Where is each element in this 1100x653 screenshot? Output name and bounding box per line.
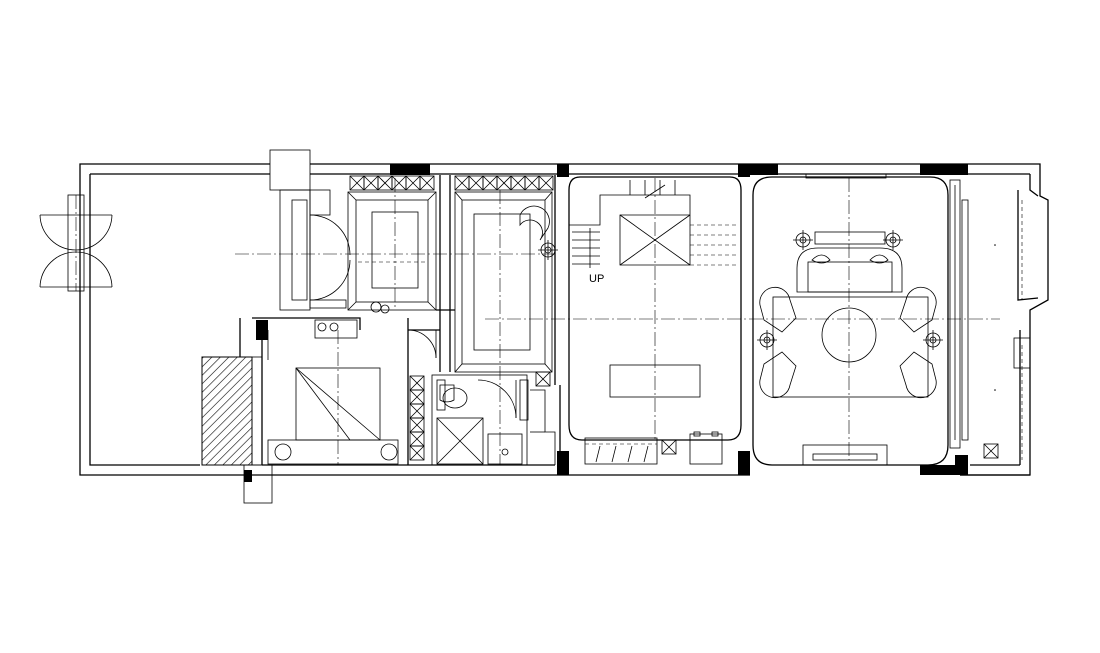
- stair-treads: [572, 180, 738, 266]
- living-room-walls: [752, 173, 949, 466]
- wardrobe-crosses: [349, 175, 554, 461]
- bed: [267, 367, 399, 465]
- bedroom-fixtures: [267, 319, 437, 360]
- corridor-box: [454, 191, 559, 373]
- right-balcony: [949, 179, 1031, 460]
- lift-room: [347, 191, 437, 314]
- structural-columns: [244, 164, 968, 482]
- stair-hall-walls: [568, 176, 742, 441]
- partition-walls: [436, 175, 561, 465]
- dining-area: [756, 286, 944, 399]
- fireplace: [802, 444, 888, 466]
- bedroom-walls: [239, 317, 555, 466]
- stair-up-label: UP: [589, 273, 604, 285]
- staircase: UP: [569, 180, 738, 285]
- terrace-double-door: [39, 194, 113, 292]
- sofa-set: [792, 229, 904, 293]
- hatched-wall-block: [201, 356, 273, 504]
- bathroom: [431, 371, 556, 466]
- entrance-frame: [269, 149, 351, 311]
- axis-lines: [235, 178, 1000, 465]
- stair-hall-furniture: [584, 364, 723, 465]
